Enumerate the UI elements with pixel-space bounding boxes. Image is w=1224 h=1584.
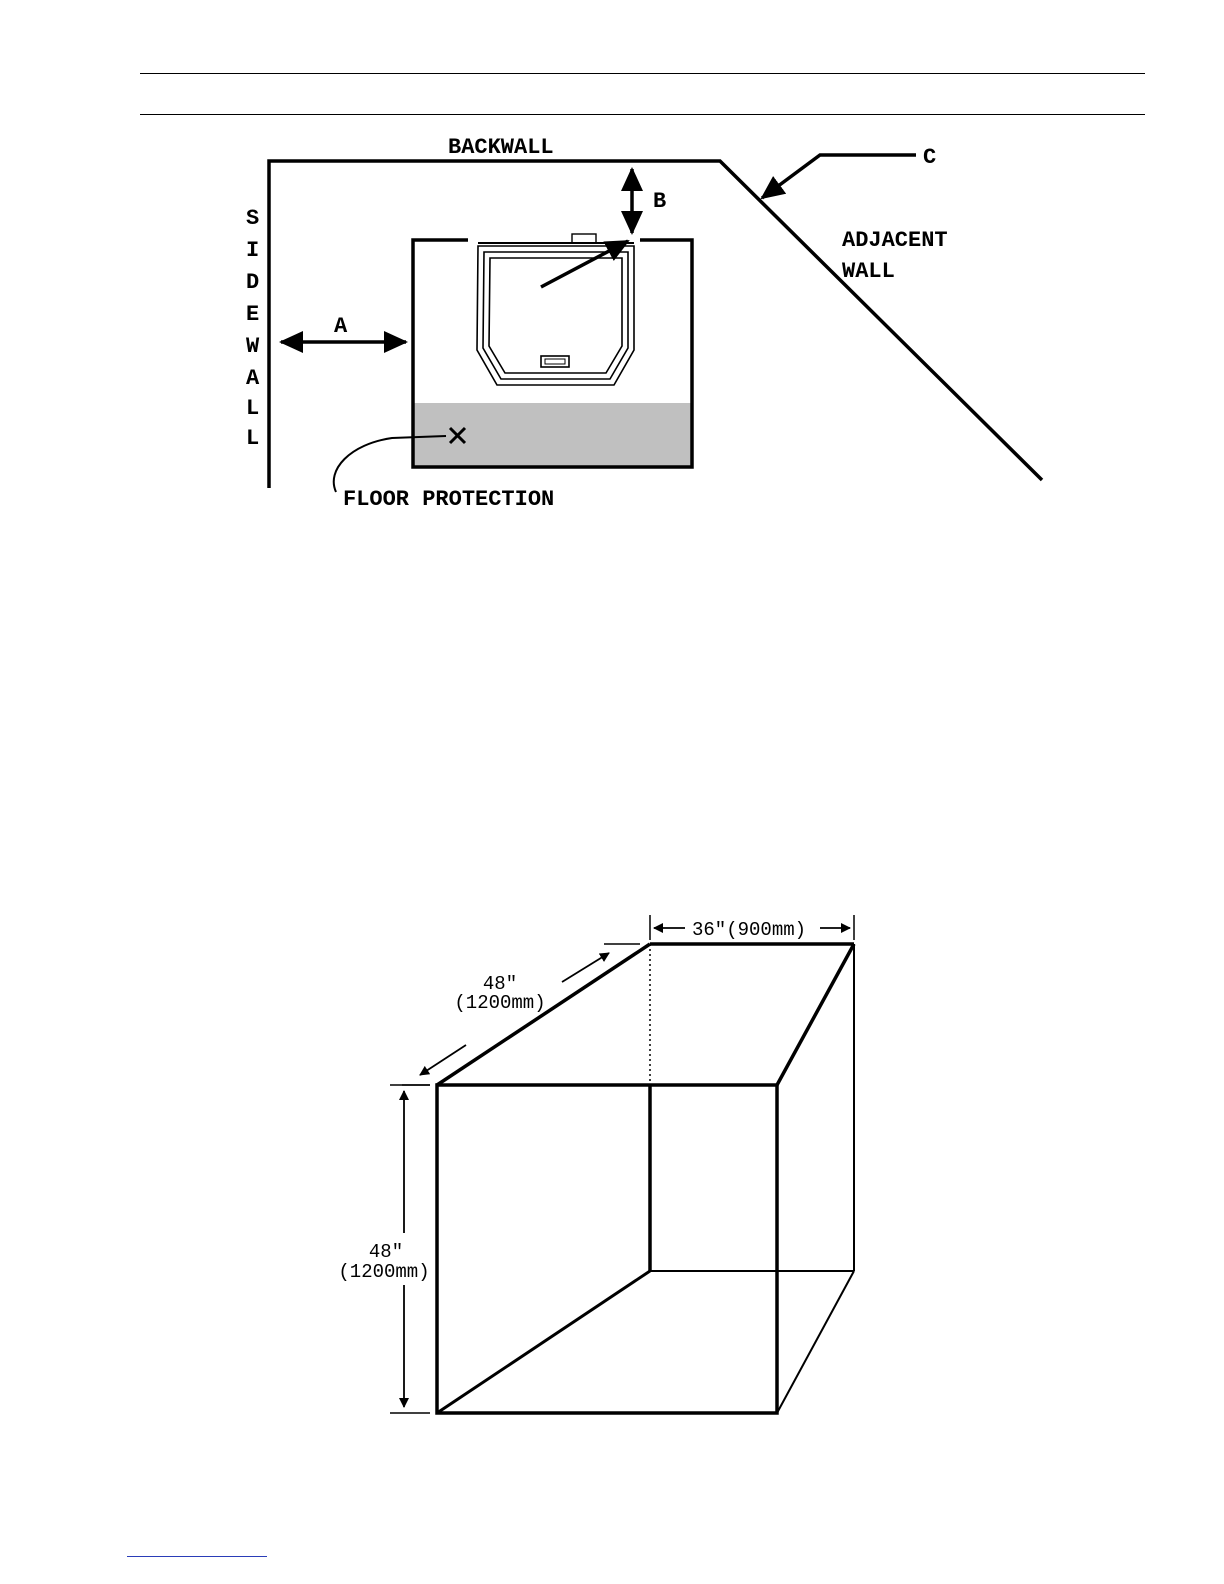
sidewall-letter: E [246,302,259,327]
adjacent-wall-label-line1: ADJACENT [842,228,948,253]
floor-protection-label: FLOOR PROTECTION [343,487,554,512]
sidewall-letter: L [246,426,259,451]
clearance-b-label: B [653,189,666,214]
box-dimension-labels: 36"(900mm) 48" (1200mm) 48" (1200mm) [338,919,806,1283]
footer-link-underline[interactable] [127,1556,267,1557]
box-floor-diagonal [437,1271,650,1413]
height-dimension-label-line1: 48" [369,1241,403,1263]
sidewall-letter: L [246,396,259,421]
box-diagram [390,915,854,1413]
height-dimension-label-line2: (1200mm) [338,1261,429,1283]
backwall-label: BACKWALL [448,135,554,160]
box-edge-bottom-right [777,1271,854,1413]
sidewall-letter: D [246,270,259,295]
sidewall-label: S I D E W A L L [246,206,260,451]
sidewall-letter: S [246,206,259,231]
adjacent-wall-label-line2: WALL [842,259,895,284]
stove-icon [477,234,634,385]
sidewall-letter: A [246,366,260,391]
box-edge-top-left [437,944,650,1085]
box-edge-top-right [777,944,854,1085]
clearance-diagram: A B C BACKWALL ADJACENT WALL S I D E W A… [246,135,1042,512]
floor-protection-area [413,403,692,467]
clearance-c-leader [762,155,916,198]
clearance-c-label: C [923,145,936,170]
box-front-face [437,1085,777,1413]
clearance-a-label: A [334,314,348,339]
width-dimension-label: 36"(900mm) [692,919,806,941]
stove-arrow [541,241,628,287]
depth-dimension-label-line2: (1200mm) [454,992,545,1014]
sidewall-letter: I [246,238,259,263]
sidewall-letter: W [246,334,260,359]
